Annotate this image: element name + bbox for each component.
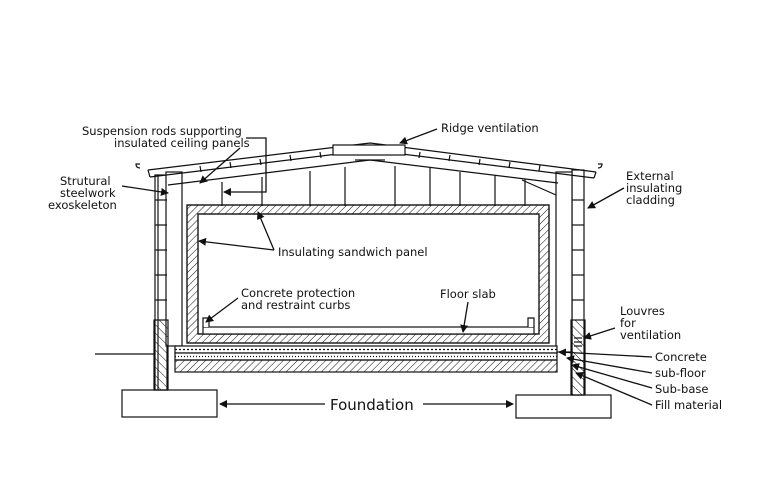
left-wall [153, 171, 183, 391]
right-wall [555, 169, 586, 396]
label-concrete-subfloor-line-2: sub-floor [655, 366, 706, 380]
label-louvres-line-2: for [620, 316, 636, 330]
label-suspension-rods: Suspension rods supporting insulated cei… [82, 124, 250, 150]
leader-fill-material [575, 372, 653, 406]
label-external-cladding-line-2: insulating [626, 181, 682, 195]
label-foundation: Foundation [330, 396, 414, 414]
label-concrete-protection-line-1: Concrete protection [241, 286, 355, 300]
leader-sandwich-panel-2 [257, 211, 275, 251]
foundation-block-right [515, 394, 612, 419]
ridge-vent-cap [332, 144, 406, 156]
label-louvres: Louvres for ventilation [620, 304, 681, 342]
leader-structural-steelwork [121, 185, 169, 196]
label-louvres-line-1: Louvres [620, 304, 665, 318]
label-structural-steelwork-line-1: Strutural [60, 174, 111, 188]
label-concrete-subfloor-line-1: Concrete [655, 350, 707, 364]
leader-sandwich-panel-1 [198, 237, 275, 251]
floor-slab [202, 317, 535, 335]
leader-ridge-ventilation [399, 128, 438, 145]
label-concrete-protection-line-2: and restraint curbs [241, 298, 350, 312]
label-floor-slab: Floor slab [440, 287, 496, 301]
leader-sub-floor [566, 355, 653, 374]
label-structural-steelwork-line-3: exoskeleton [48, 198, 117, 212]
leader-suspension-rods-2 [199, 147, 241, 184]
leader-concrete [558, 348, 653, 358]
label-suspension-rods-line-2: insulated ceiling panels [114, 136, 250, 150]
leader-sub-base [571, 363, 653, 389]
label-suspension-rods-line-1: Suspension rods supporting [82, 124, 242, 138]
leader-concrete-protection [205, 297, 239, 323]
sub-floor-layers [174, 345, 558, 373]
insulated-sandwich-panel-box [186, 204, 550, 344]
foundation-block-left [121, 389, 218, 418]
louvres [574, 337, 582, 347]
label-external-cladding-line-1: External [626, 169, 674, 183]
label-structural-steelwork: Strutural steelwork exoskeleton [48, 174, 119, 212]
label-concrete-protection: Concrete protection and restraint curbs [241, 286, 359, 312]
label-louvres-line-3: ventilation [620, 328, 681, 342]
label-external-cladding-line-3: cladding [626, 193, 675, 207]
label-concrete-subfloor: Concrete sub-floor [655, 350, 710, 380]
leader-floor-slab [460, 301, 469, 333]
leader-external-cladding [587, 187, 625, 209]
label-fill-material: Fill material [655, 398, 722, 412]
label-ridge-ventilation: Ridge ventilation [441, 121, 539, 135]
label-structural-steelwork-line-2: steelwork [60, 186, 116, 200]
label-external-cladding: External insulating cladding [626, 169, 686, 207]
label-sub-base: Sub-base [655, 382, 708, 396]
leader-suspension-rods [223, 137, 267, 196]
label-insulating-sandwich-panel: Insulating sandwich panel [278, 245, 428, 259]
leader-louvres [583, 327, 616, 340]
